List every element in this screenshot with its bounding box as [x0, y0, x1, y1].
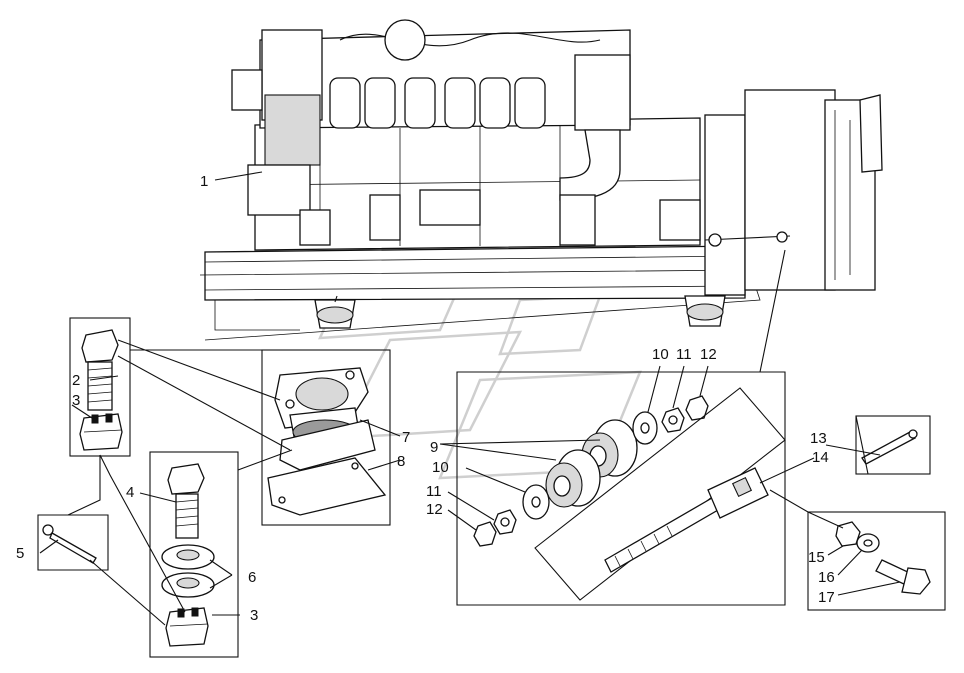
callout-3b: 3 [250, 607, 258, 624]
part-nut-11b [493, 509, 517, 535]
part-nut-11a [661, 407, 685, 433]
part-washer-16 [856, 533, 880, 553]
callout-15: 15 [808, 549, 825, 566]
callout-14: 14 [812, 449, 829, 466]
part-bolt-2 [81, 329, 119, 411]
engine-generator-assembly [199, 19, 883, 341]
callout-10a: 10 [652, 346, 669, 363]
part-washer-10b [522, 484, 550, 520]
callout-11a: 11 [676, 346, 692, 363]
callout-5: 5 [16, 545, 24, 562]
callout-11b: 11 [426, 483, 442, 500]
part-locknut-12a [685, 395, 709, 421]
callout-10b: 10 [432, 459, 449, 476]
part-cotter-pin-13 [861, 429, 918, 465]
callout-16: 16 [818, 569, 835, 586]
callout-9: 9 [430, 439, 438, 456]
callout-4: 4 [126, 484, 134, 501]
callout-1: 1 [200, 173, 208, 190]
part-bolt-14 [534, 387, 786, 601]
callout-12a: 12 [700, 346, 717, 363]
leader-lines [39, 171, 901, 626]
callout-13: 13 [810, 430, 827, 447]
callout-3a: 3 [72, 392, 80, 409]
part-cotter-pin-5 [42, 524, 97, 564]
part-washer-10a [632, 411, 658, 445]
part-gasket-8 [267, 457, 387, 516]
callout-labels: 1 2 3 4 5 6 3 7 8 9 10 11 12 10 11 12 13… [16, 173, 835, 624]
part-bolt-4 [167, 463, 205, 539]
callout-6: 6 [248, 569, 256, 586]
part-bolt-17 [875, 559, 931, 595]
callout-17: 17 [818, 589, 835, 606]
part-castle-nut-3a [79, 413, 123, 451]
callout-8: 8 [397, 453, 405, 470]
part-rubber-damper-9b [545, 449, 601, 508]
callout-2: 2 [72, 372, 80, 389]
part-flange-mount-7 [274, 367, 376, 471]
callout-7: 7 [402, 429, 410, 446]
callout-12b: 12 [426, 501, 443, 518]
part-washers-6 [161, 544, 215, 598]
part-castle-nut-3b [165, 607, 209, 647]
part-locknut-12b [473, 521, 497, 547]
